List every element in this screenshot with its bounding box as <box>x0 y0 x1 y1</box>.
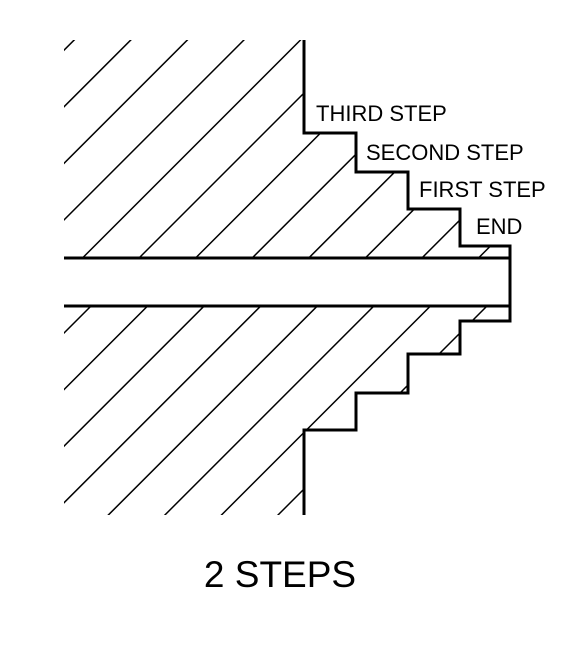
lower-step-outline <box>302 306 512 515</box>
first-step-label: FIRST STEP <box>419 177 546 202</box>
second-step-label: SECOND STEP <box>366 140 524 165</box>
lower-hatched-region <box>64 306 510 515</box>
lower-hatched-section <box>64 306 510 515</box>
caption: 2 STEPS <box>204 554 356 595</box>
end-label: END <box>476 214 522 239</box>
upper-step-outline <box>302 40 512 306</box>
upper-hatched-section <box>64 40 510 258</box>
third-step-label: THIRD STEP <box>316 101 447 126</box>
upper-hatched-region <box>64 40 510 258</box>
